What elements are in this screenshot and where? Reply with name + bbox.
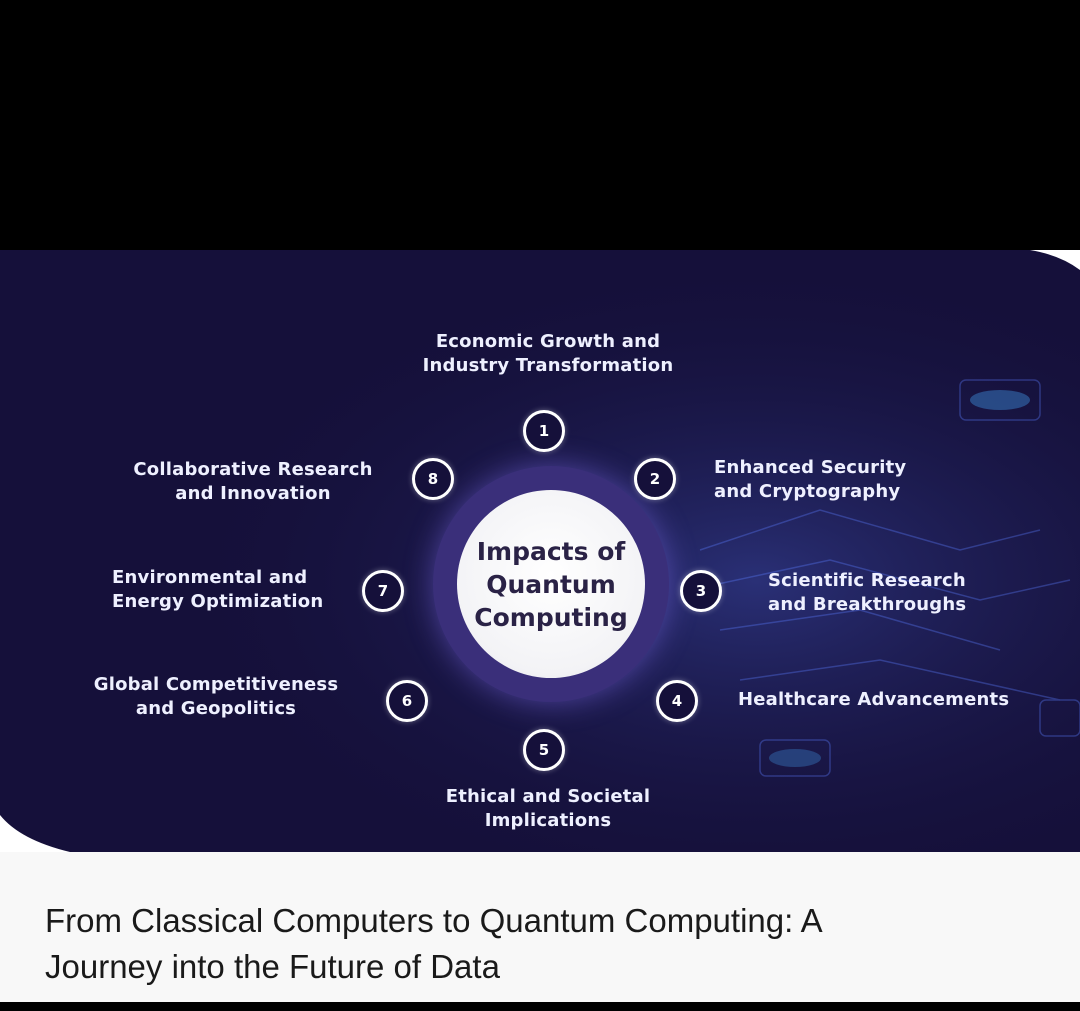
impact-number-badge-4: 4 bbox=[656, 680, 698, 722]
impact-label-line: Energy Optimization bbox=[112, 591, 324, 612]
center-title-line: Quantum bbox=[486, 569, 616, 599]
impact-label-1: Economic Growth and Industry Transformat… bbox=[418, 330, 678, 378]
article-title[interactable]: From Classical Computers to Quantum Comp… bbox=[45, 898, 1045, 990]
bottom-divider bbox=[0, 1002, 1080, 1011]
impact-label-line: and Innovation bbox=[175, 483, 331, 504]
impact-label-7: Environmental and Energy Optimization bbox=[112, 566, 324, 614]
article-caption-bar[interactable] bbox=[0, 852, 1080, 1002]
impact-label-line: Scientific Research bbox=[768, 570, 966, 591]
impact-label-line: Collaborative Research bbox=[133, 459, 373, 480]
impact-number-badge-7: 7 bbox=[362, 570, 404, 612]
impact-number-badge-3: 3 bbox=[680, 570, 722, 612]
impact-label-line: Healthcare Advancements bbox=[738, 689, 1010, 710]
impact-label-line: Enhanced Security bbox=[714, 457, 907, 478]
impact-label-line: Economic Growth and bbox=[435, 331, 661, 352]
impact-label-line: Ethical and Societal bbox=[445, 786, 651, 807]
impact-label-6: Global Competitiveness and Geopolitics bbox=[90, 673, 342, 721]
center-title-line: Impacts of bbox=[476, 536, 626, 566]
impact-number-badge-5: 5 bbox=[523, 729, 565, 771]
impact-label-line: and Cryptography bbox=[714, 481, 901, 502]
impact-label-line: Environmental and bbox=[112, 567, 308, 588]
impact-label-line: and Geopolitics bbox=[135, 698, 297, 719]
impact-label-line: Global Competitiveness bbox=[93, 674, 339, 695]
impact-label-4: Healthcare Advancements bbox=[738, 688, 1009, 712]
impact-number-badge-1: 1 bbox=[523, 410, 565, 452]
impact-number-badge-2: 2 bbox=[634, 458, 676, 500]
impact-number-badge-6: 6 bbox=[386, 680, 428, 722]
impact-label-5: Ethical and Societal Implications bbox=[418, 785, 678, 833]
top-black-area bbox=[0, 0, 1080, 250]
article-title-line: From Classical Computers to Quantum Comp… bbox=[45, 902, 823, 939]
impact-label-line: and Breakthroughs bbox=[768, 594, 967, 615]
impact-label-8: Collaborative Research and Innovation bbox=[128, 458, 378, 506]
impact-label-line: Implications bbox=[484, 810, 612, 831]
impact-number-badge-8: 8 bbox=[412, 458, 454, 500]
impact-label-2: Enhanced Security and Cryptography bbox=[714, 456, 906, 504]
impact-label-line: Industry Transformation bbox=[422, 355, 674, 376]
center-title-line: Computing bbox=[474, 602, 628, 632]
article-title-line: Journey into the Future of Data bbox=[45, 948, 500, 985]
impact-label-3: Scientific Research and Breakthroughs bbox=[768, 569, 966, 617]
center-circle: Impacts of Quantum Computing bbox=[457, 490, 645, 678]
